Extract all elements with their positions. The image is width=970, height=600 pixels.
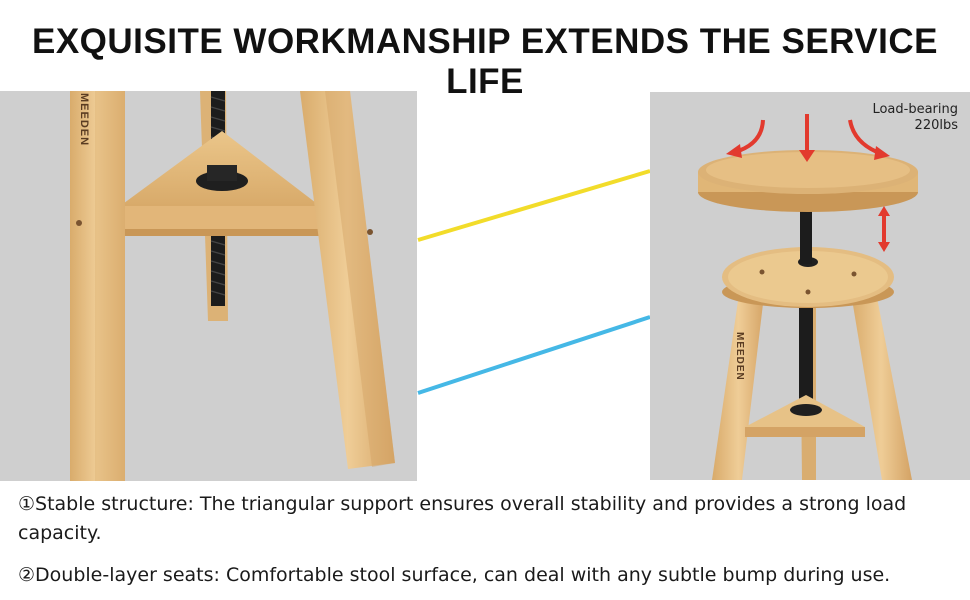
page-headline: EXQUISITE WORKMANSHIP EXTENDS THE SERVIC… [31, 22, 938, 101]
caption-stable-structure: ①Stable structure: The triangular suppor… [18, 493, 907, 544]
brand-mark-right: MEEDEN [734, 332, 745, 381]
caption-double-layer-seats: ②Double-layer seats: Comfortable stool s… [18, 564, 891, 586]
load-bearing-label: Load-bearing 220lbs [872, 102, 958, 134]
triangular-support-photo: MEEDEN [0, 91, 417, 481]
connector-line-yellow [417, 169, 651, 242]
load-capacity-value: 220lbs [914, 118, 958, 133]
double-seat-photo: Load-bearing 220lbs MEEDEN [650, 92, 970, 480]
load-bearing-text: Load-bearing [872, 102, 958, 117]
connector-line-blue [417, 315, 651, 395]
